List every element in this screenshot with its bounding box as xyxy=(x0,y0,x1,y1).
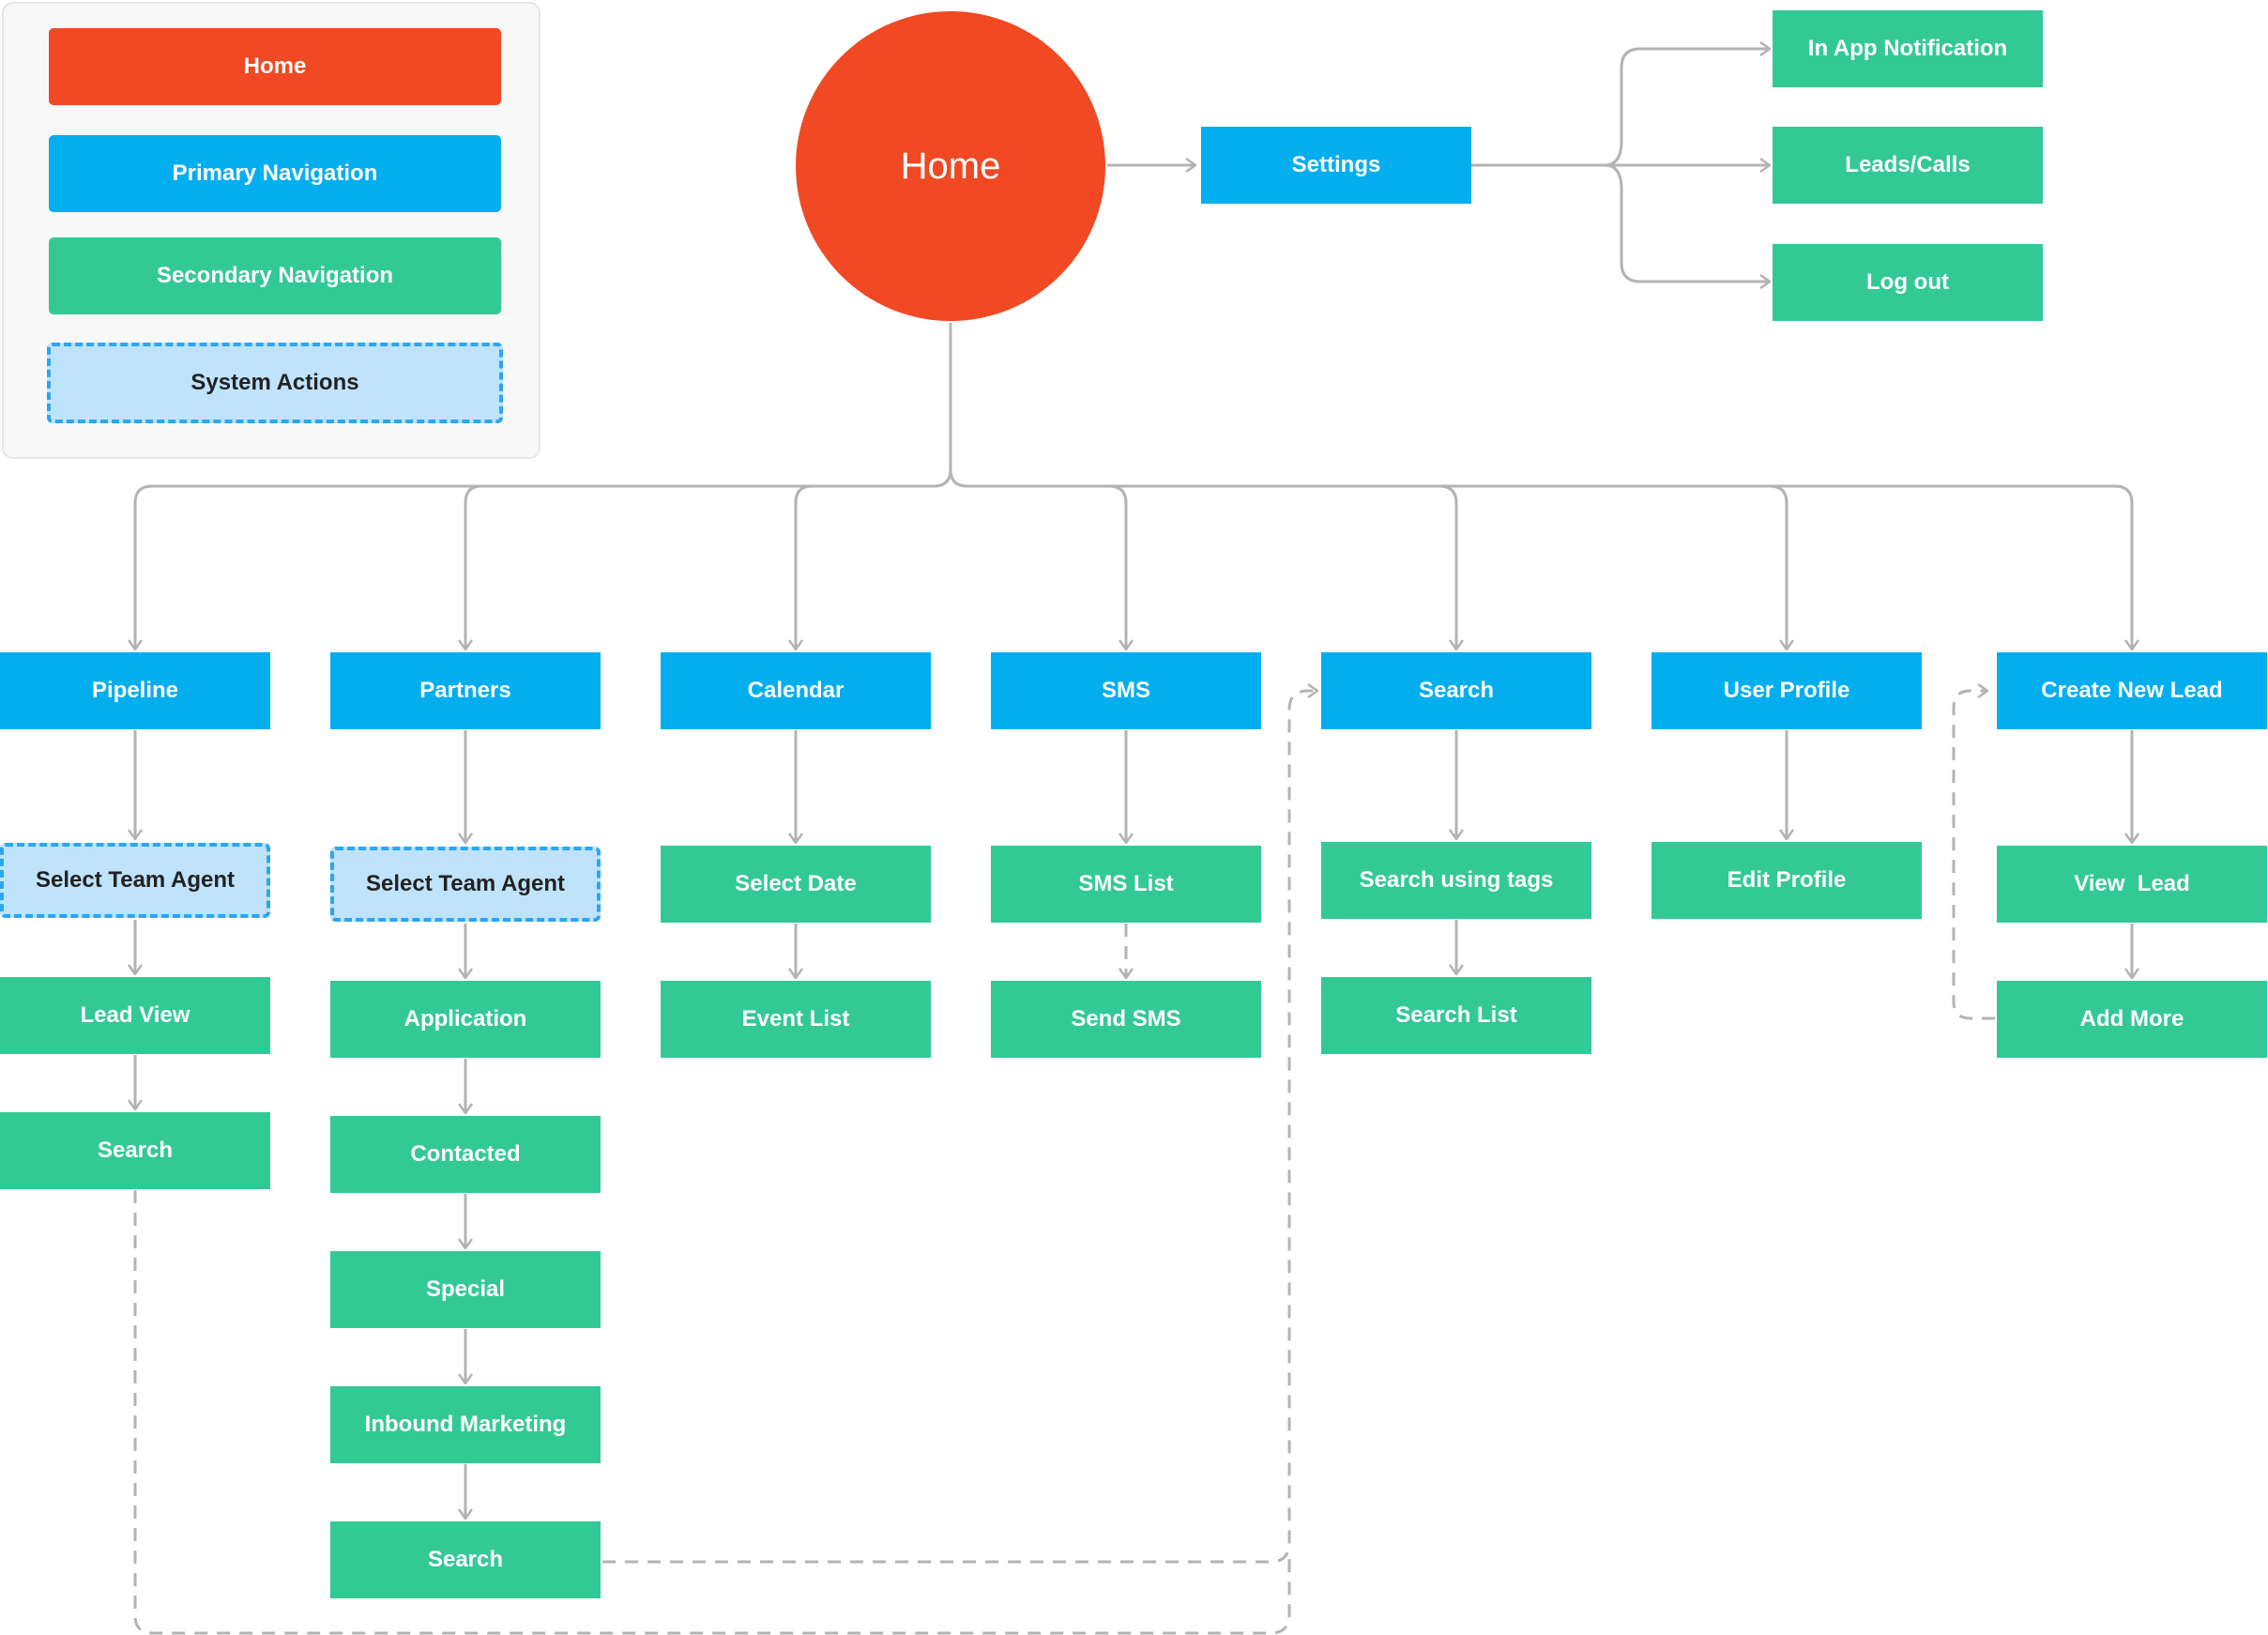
create-new-lead-node: Create New Lead xyxy=(1997,652,2267,729)
in-app-notification-node: In App Notification xyxy=(1773,10,2043,87)
view-lead-node: View Lead xyxy=(1997,846,2267,923)
pipeline-select-team-agent-node: Select Team Agent xyxy=(0,843,270,918)
sms-node: SMS xyxy=(991,652,1261,729)
branch-calendar-arrow xyxy=(796,484,813,649)
branch-search-arrow xyxy=(1438,484,1456,649)
settings-to-logout-arrow xyxy=(1604,163,1770,282)
special-node: Special xyxy=(330,1251,601,1328)
home-trunk-line xyxy=(135,323,952,649)
lead-view-node: Lead View xyxy=(0,977,270,1054)
pipeline-search-node: Search xyxy=(0,1112,270,1189)
branch-partners-arrow xyxy=(465,484,482,649)
partners-search-to-search-dashed xyxy=(602,691,1317,1564)
legend-secondary-navigation: Secondary Navigation xyxy=(49,237,501,314)
inbound-marketing-node: Inbound Marketing xyxy=(330,1386,601,1463)
legend-system-actions: System Actions xyxy=(47,343,503,423)
legend-primary-navigation: Primary Navigation xyxy=(49,135,501,212)
branch-profile-arrow xyxy=(1769,484,1787,649)
settings-node: Settings xyxy=(1201,127,1471,204)
search-using-tags-node: Search using tags xyxy=(1321,842,1591,919)
sms-list-node: SMS List xyxy=(991,846,1261,923)
calendar-node: Calendar xyxy=(661,652,931,729)
add-more-node: Add More xyxy=(1997,981,2267,1058)
legend-panel: Home Primary Navigation Secondary Naviga… xyxy=(2,2,540,459)
user-profile-node: User Profile xyxy=(1652,652,1922,729)
search-list-node: Search List xyxy=(1321,977,1591,1054)
home-trunk-right-line xyxy=(949,468,2132,649)
leads-calls-node: Leads/Calls xyxy=(1773,127,2043,204)
pipeline-search-to-search-dashed xyxy=(133,1190,1291,1635)
home-node: Home xyxy=(796,11,1105,321)
send-sms-node: Send SMS xyxy=(991,981,1261,1058)
branch-sms-arrow xyxy=(1108,484,1126,649)
log-out-node: Log out xyxy=(1773,244,2043,321)
pipeline-node: Pipeline xyxy=(0,652,270,729)
application-node: Application xyxy=(330,981,601,1058)
contacted-node: Contacted xyxy=(330,1116,601,1193)
legend-home: Home xyxy=(49,28,501,105)
search-node: Search xyxy=(1321,652,1591,729)
edit-profile-node: Edit Profile xyxy=(1652,842,1922,919)
select-date-node: Select Date xyxy=(661,846,931,923)
event-list-node: Event List xyxy=(661,981,931,1058)
partners-search-node: Search xyxy=(330,1521,601,1598)
partners-select-team-agent-node: Select Team Agent xyxy=(330,847,601,922)
settings-to-notification-arrow xyxy=(1604,49,1770,167)
partners-node: Partners xyxy=(330,652,601,729)
addmore-to-createlead-dashed xyxy=(1952,691,1995,1020)
